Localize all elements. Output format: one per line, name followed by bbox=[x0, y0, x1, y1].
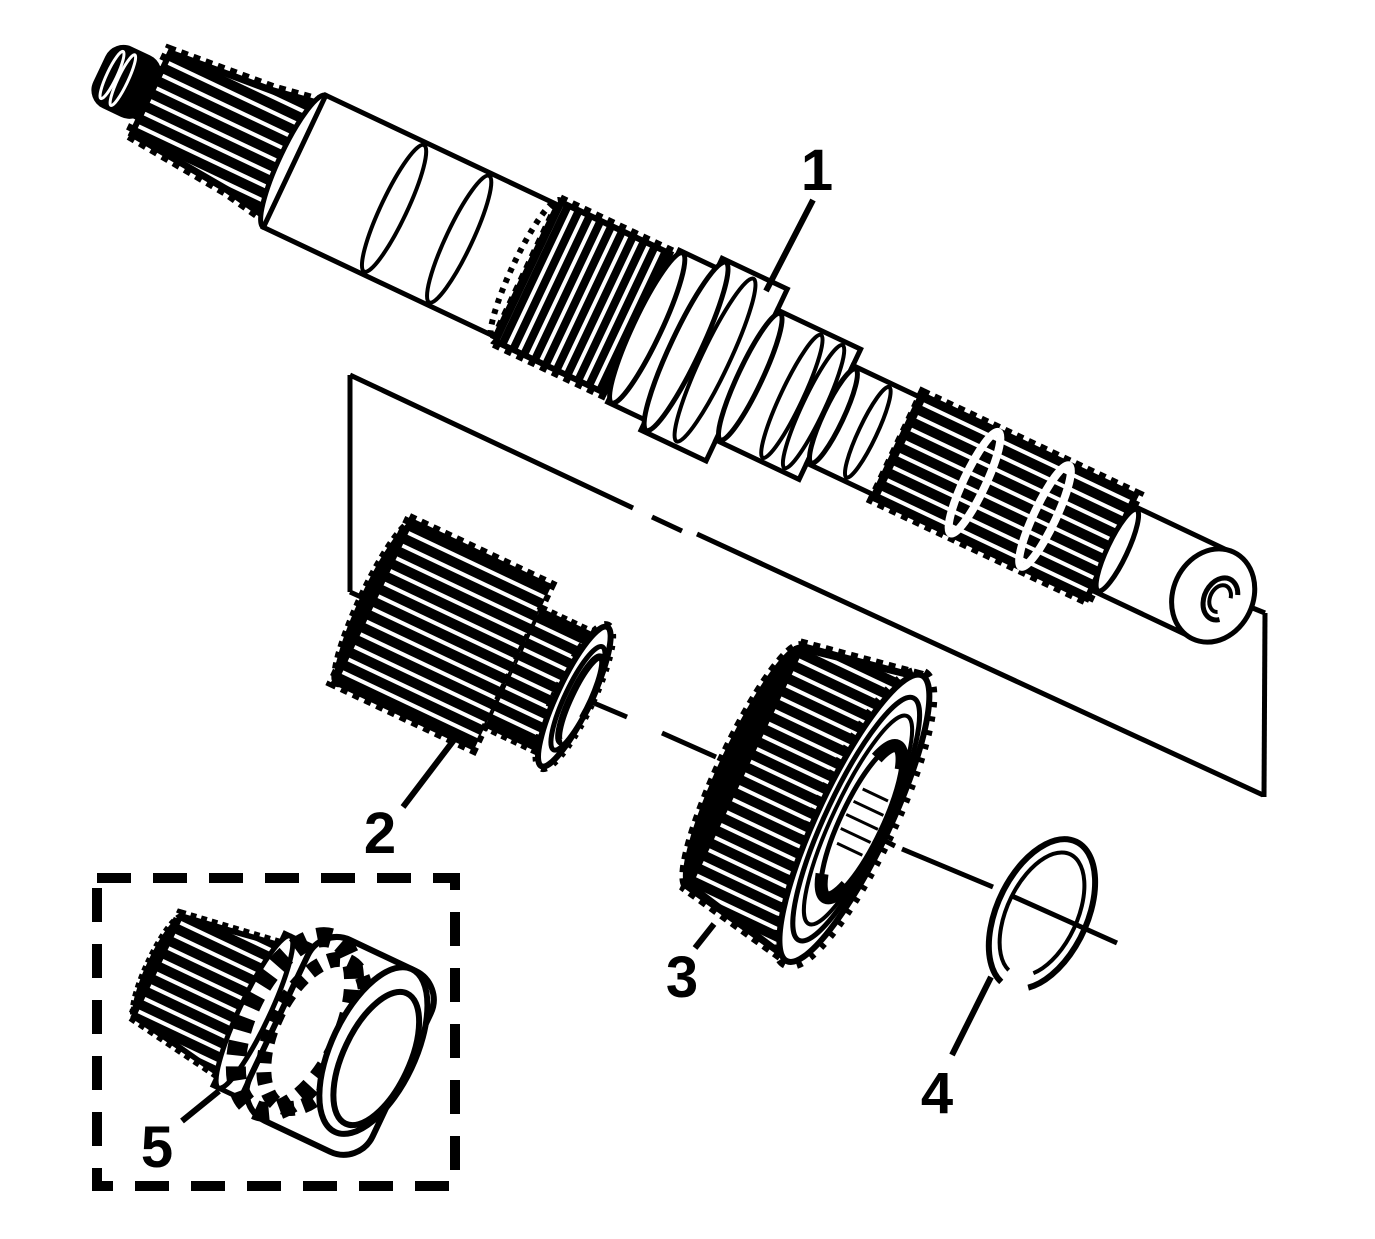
thread-ring-2 bbox=[108, 53, 138, 108]
sleeve-outer-gear-stripes bbox=[339, 526, 547, 743]
lower-centerline-s5 bbox=[901, 846, 994, 890]
callout-4: 4 bbox=[921, 975, 994, 1126]
lower-centerline-s6 bbox=[1010, 893, 1119, 946]
leader-line-2 bbox=[400, 730, 463, 809]
gear-rim-stripes bbox=[693, 652, 910, 950]
sleeve-hub-stripes bbox=[489, 614, 593, 748]
end-cylinder-face bbox=[1093, 506, 1142, 594]
shaft-spline-right-stripes bbox=[879, 401, 1131, 593]
callout-label-4: 4 bbox=[921, 1061, 953, 1126]
callout-2: 2 bbox=[364, 730, 463, 866]
callout-3: 3 bbox=[666, 922, 717, 1010]
large-gear-part-3 bbox=[679, 637, 938, 970]
callout-label-2: 2 bbox=[364, 801, 396, 866]
gear-bore-splines bbox=[836, 787, 889, 857]
leader-line-1 bbox=[763, 198, 816, 293]
neck-ring bbox=[842, 384, 893, 480]
gear-bore-bottom-crescent bbox=[814, 872, 852, 905]
lower-centerline-s3 bbox=[660, 730, 718, 760]
main-shaft-part-1 bbox=[91, 43, 1258, 645]
callout-label-5: 5 bbox=[141, 1115, 173, 1180]
gear-sleeve-part-2 bbox=[325, 511, 617, 773]
callout-5: 5 bbox=[141, 1088, 221, 1180]
end-bore-outer bbox=[1200, 575, 1241, 623]
gear-face-ring-1 bbox=[790, 694, 923, 944]
upper-centerline-b bbox=[695, 531, 1265, 798]
thread-ring-1 bbox=[98, 49, 126, 101]
shaft-spline-left-stripes bbox=[135, 56, 307, 206]
collar-large-face bbox=[641, 259, 731, 434]
callout-label-1: 1 bbox=[801, 138, 833, 203]
shaft-end-face bbox=[1169, 546, 1258, 645]
detail-box bbox=[92, 873, 460, 1191]
leader-line-4 bbox=[949, 975, 994, 1057]
shaft-gear-band-teeth bbox=[499, 206, 667, 389]
snap-ring-outer bbox=[985, 836, 1099, 991]
callout-label-3: 3 bbox=[666, 945, 698, 1010]
cylinder-b-face bbox=[715, 310, 785, 443]
spline-separator-1 bbox=[944, 427, 1005, 538]
upper-centerline-dash bbox=[650, 514, 684, 534]
snap-ring-part-4 bbox=[985, 836, 1099, 991]
spline-separator-2 bbox=[1015, 461, 1075, 571]
cylinder-a-ring-1 bbox=[359, 142, 429, 274]
panel-right-edge bbox=[1261, 612, 1268, 798]
gear-bore-top-crescent bbox=[871, 739, 909, 771]
end-bore-inner bbox=[1207, 583, 1233, 614]
leader-line-5 bbox=[180, 1088, 221, 1124]
neck-face bbox=[806, 366, 860, 466]
leader-line-3 bbox=[692, 922, 717, 950]
hub-assembly-part-5 bbox=[125, 908, 437, 1158]
snap-ring-inner bbox=[997, 850, 1087, 976]
hub-bore-inner bbox=[330, 988, 423, 1129]
upper-centerline-a bbox=[348, 372, 635, 511]
collar-large-ring bbox=[672, 276, 758, 444]
cylinder-a-ring-2 bbox=[425, 173, 494, 305]
collar-small-face bbox=[607, 250, 688, 406]
callout-1: 1 bbox=[763, 138, 833, 293]
hub-spline-cone-stripes bbox=[137, 920, 273, 1069]
sleeve-bore-inner-ring bbox=[555, 653, 607, 746]
